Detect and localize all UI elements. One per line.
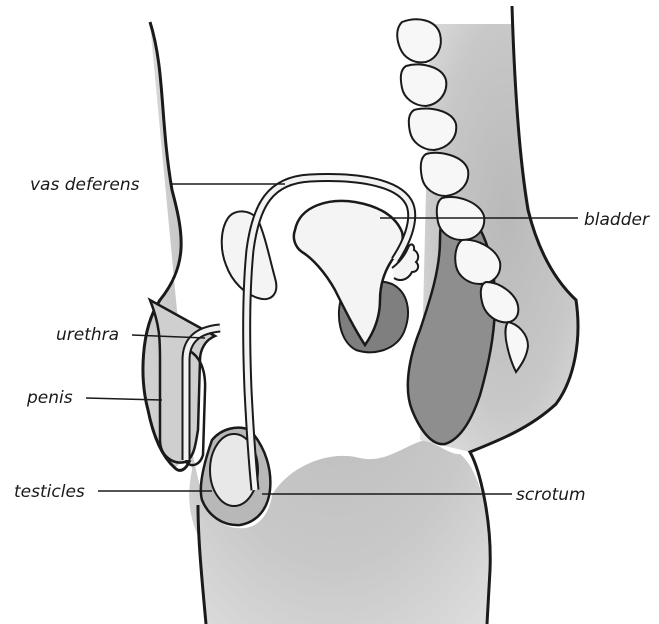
label-penis: penis xyxy=(27,388,73,408)
vertebra xyxy=(397,19,441,62)
vertebra xyxy=(409,109,456,150)
vertebra xyxy=(401,65,447,106)
label-bladder: bladder xyxy=(584,210,649,230)
label-vas-deferens: vas deferens xyxy=(30,175,140,195)
label-scrotum: scrotum xyxy=(516,485,586,505)
vertebra xyxy=(421,153,468,196)
label-urethra: urethra xyxy=(56,325,119,345)
label-testicles: testicles xyxy=(14,482,85,502)
